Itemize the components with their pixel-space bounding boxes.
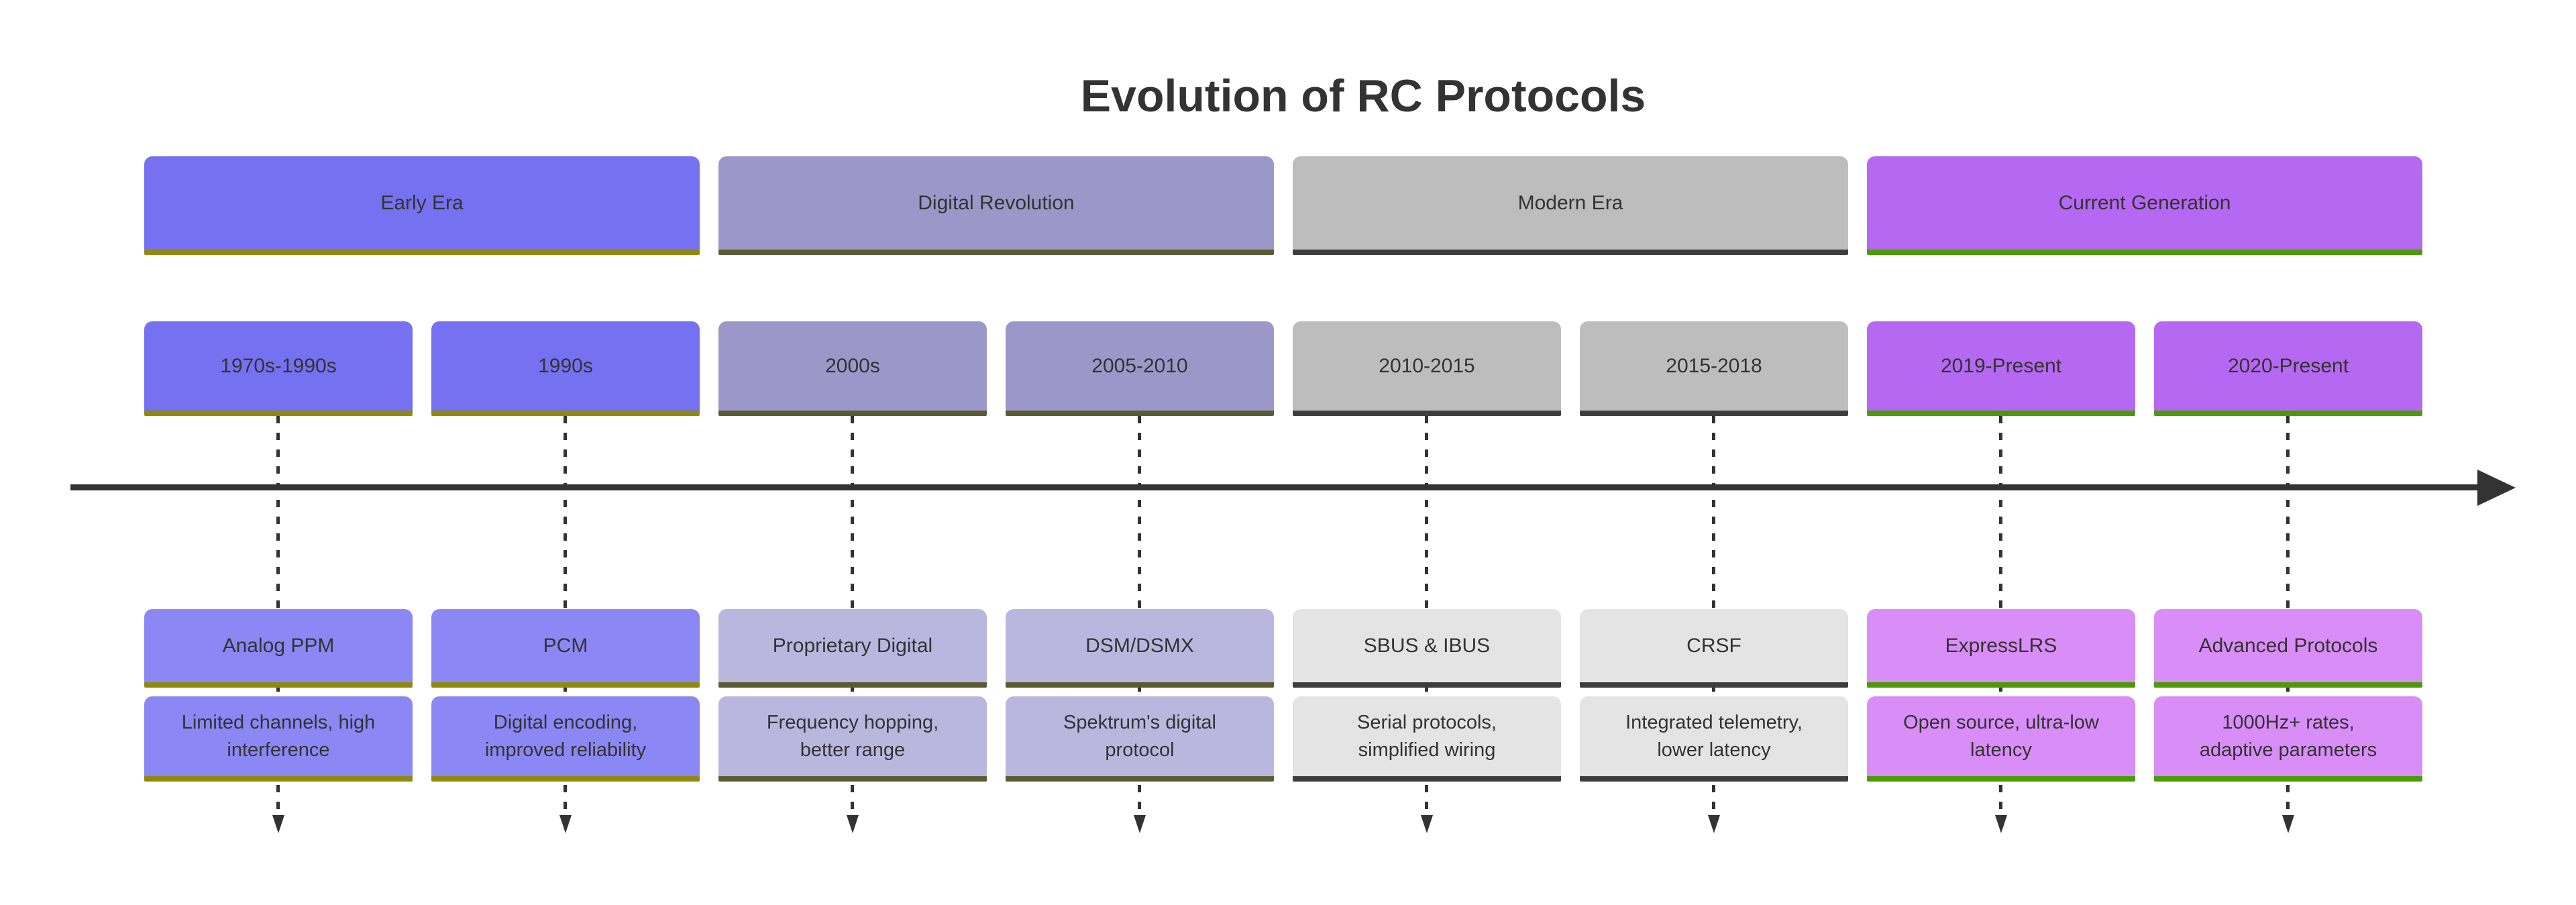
event-box: Advanced Protocols	[2154, 609, 2422, 688]
period-label: 2010-2015	[1379, 354, 1475, 377]
description-row: Limited channels, high interference Digi…	[144, 696, 2422, 782]
period-box: 2015-2018	[1580, 321, 1848, 416]
description-box: Integrated telemetry, lower latency	[1580, 696, 1848, 782]
event-row: Analog PPM PCM Proprietary Digital DSM/D…	[144, 609, 2422, 688]
period-label: 2000s	[825, 354, 880, 377]
description-box: Serial protocols, simplified wiring	[1293, 696, 1561, 782]
timeline-axis	[70, 484, 2479, 490]
description-box: Open source, ultra-low latency	[1867, 696, 2135, 782]
down-arrowhead-icon	[1421, 815, 1433, 833]
period-box: 2000s	[718, 321, 987, 416]
era-box-early-era: Early Era	[144, 156, 700, 255]
era-box-digital-revolution: Digital Revolution	[718, 156, 1274, 255]
period-label: 2019-Present	[1940, 354, 2062, 377]
description-box: Spektrum's digital protocol	[1006, 696, 1274, 782]
era-box-current-generation: Current Generation	[1867, 156, 2422, 255]
event-label: Analog PPM	[222, 634, 335, 657]
era-label: Modern Era	[1517, 191, 1623, 214]
era-row: Early Era Digital Revolution Modern Era …	[144, 156, 2422, 255]
down-arrowhead-icon	[272, 815, 284, 833]
era-label: Early Era	[380, 191, 464, 214]
event-label: ExpressLRS	[1945, 634, 2057, 657]
description-label: Open source, ultra-low latency	[1903, 712, 2099, 761]
period-box: 2019-Present	[1867, 321, 2135, 416]
period-box: 1990s	[431, 321, 700, 416]
period-row: 1970s-1990s 1990s 2000s 2005-2010 2010-2…	[144, 321, 2422, 416]
down-arrowhead-icon	[2282, 815, 2294, 833]
event-box: Analog PPM	[144, 609, 413, 688]
event-label: DSM/DSMX	[1085, 634, 1194, 657]
timeline-axis-arrowhead-icon	[2477, 470, 2516, 506]
era-box-modern-era: Modern Era	[1293, 156, 1848, 255]
period-box: 2020-Present	[2154, 321, 2422, 416]
description-label: Limited channels, high interference	[181, 712, 376, 761]
period-box: 2005-2010	[1006, 321, 1274, 416]
down-arrowhead-icon	[1995, 815, 2007, 833]
description-box: 1000Hz+ rates, adaptive parameters	[2154, 696, 2422, 782]
period-label: 1990s	[538, 354, 593, 377]
down-arrowhead-icon	[847, 815, 859, 833]
diagram-title: Evolution of RC Protocols	[1080, 70, 1646, 121]
event-box: DSM/DSMX	[1006, 609, 1274, 688]
event-label: Advanced Protocols	[2198, 634, 2378, 657]
description-label: Serial protocols, simplified wiring	[1357, 712, 1497, 761]
down-arrowhead-icon	[1134, 815, 1146, 833]
event-label: Proprietary Digital	[772, 634, 933, 657]
era-label: Current Generation	[2058, 191, 2231, 214]
down-arrowhead-icon	[559, 815, 572, 833]
period-box: 1970s-1990s	[144, 321, 413, 416]
description-box: Limited channels, high interference	[144, 696, 413, 782]
era-label: Digital Revolution	[918, 191, 1075, 214]
period-label: 1970s-1990s	[220, 354, 337, 377]
event-label: SBUS & IBUS	[1363, 634, 1491, 657]
period-label: 2020-Present	[2227, 354, 2349, 377]
description-label: Frequency hopping, better range	[766, 712, 939, 761]
description-box: Frequency hopping, better range	[718, 696, 987, 782]
description-label: Integrated telemetry, lower latency	[1625, 712, 1803, 761]
description-label: Spektrum's digital protocol	[1063, 712, 1216, 761]
event-box: Proprietary Digital	[718, 609, 987, 688]
event-box: CRSF	[1580, 609, 1848, 688]
period-label: 2005-2010	[1091, 354, 1188, 377]
event-box: ExpressLRS	[1867, 609, 2135, 688]
event-label: PCM	[543, 634, 588, 657]
event-label: CRSF	[1686, 634, 1741, 657]
event-box: SBUS & IBUS	[1293, 609, 1561, 688]
description-box: Digital encoding, improved reliability	[431, 696, 700, 782]
period-label: 2015-2018	[1666, 354, 1762, 377]
event-box: PCM	[431, 609, 700, 688]
down-arrowhead-icon	[1708, 815, 1720, 833]
period-box: 2010-2015	[1293, 321, 1561, 416]
description-label: 1000Hz+ rates, adaptive parameters	[2199, 712, 2377, 761]
description-label: Digital encoding, improved reliability	[484, 712, 647, 761]
